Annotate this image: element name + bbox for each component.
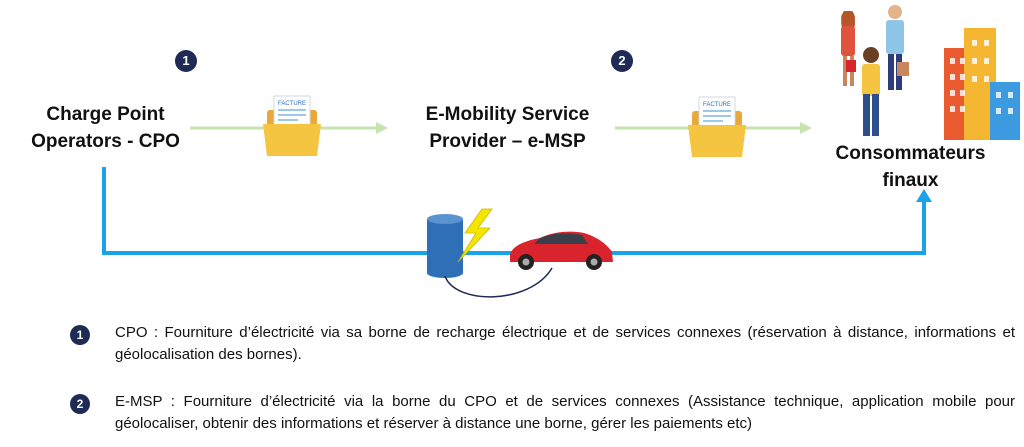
flow-line (102, 167, 926, 255)
note-badge-2: 2 (70, 394, 90, 414)
step-badge-2: 2 (611, 50, 633, 72)
people-icon (841, 5, 909, 136)
node-emsp: E-Mobility Service Provider – e-MSP (400, 101, 615, 155)
note-text-2: E-MSP : Fourniture d’électricité via la … (115, 393, 1015, 432)
node-cpo-line2: Operators - CPO (31, 131, 180, 152)
node-emsp-line2: Provider – e-MSP (429, 131, 586, 152)
note-text-1: CPO : Fourniture d’électricité via sa bo… (115, 324, 1015, 363)
step-badge-1: 1 (175, 50, 197, 72)
invoice-folder-icon: FACTURE (688, 96, 746, 157)
note-badge-1: 1 (70, 325, 90, 345)
node-consumers-line1: Consommateurs (835, 143, 986, 164)
node-consumers: Consommateurs finaux (818, 140, 1003, 194)
flow-arrow-head (916, 189, 932, 202)
svg-text:FACTURE: FACTURE (278, 101, 306, 107)
node-consumers-line2: finaux (882, 170, 939, 191)
node-cpo-line1: Charge Point (46, 104, 165, 125)
electric-car-icon (510, 231, 613, 270)
invoice-folder-icon: FACTURE (263, 95, 321, 156)
buildings-icon (944, 28, 1020, 140)
node-cpo: Charge Point Operators - CPO (18, 101, 193, 155)
svg-text:FACTURE: FACTURE (703, 102, 731, 108)
lightning-bolt-icon (457, 208, 493, 263)
node-emsp-line1: E-Mobility Service (425, 104, 590, 125)
charging-station-icon (427, 214, 553, 298)
